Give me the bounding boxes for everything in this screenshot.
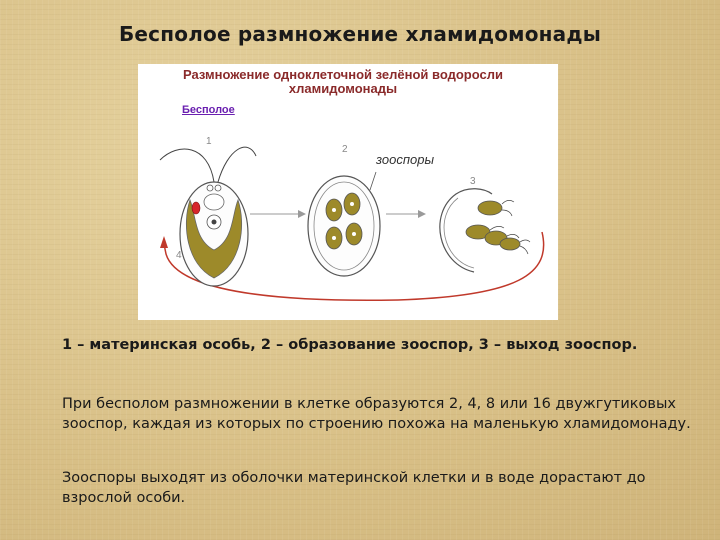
paragraph-zoospore-release: Зооспоры выходят из оболочки материнской… xyxy=(62,468,702,508)
paragraph-zoospore-formation: При бесполом размножении в клетке образу… xyxy=(62,394,702,434)
dividing-cell xyxy=(308,172,380,276)
number-2: 2 xyxy=(342,144,348,155)
cycle-arrow-head xyxy=(160,236,168,248)
number-3: 3 xyxy=(470,176,476,187)
figure-title: Размножение одноклеточной зелёной водоро… xyxy=(138,68,548,96)
figure-subtitle: Бесполое xyxy=(182,104,235,116)
figure-caption: 1 – материнская особь, 2 – образование з… xyxy=(62,336,702,354)
mother-cell xyxy=(160,147,256,286)
slide-title: Бесполое размножение хламидомонады xyxy=(0,22,720,46)
released-zoospores xyxy=(440,189,530,272)
number-4: 4 xyxy=(176,250,182,261)
diagram-drawing xyxy=(138,64,558,320)
number-1: 1 xyxy=(206,136,212,147)
chlamydomonas-diagram: Размножение одноклеточной зелёной водоро… xyxy=(138,64,558,320)
zoospores-label: зооспоры xyxy=(376,152,434,167)
